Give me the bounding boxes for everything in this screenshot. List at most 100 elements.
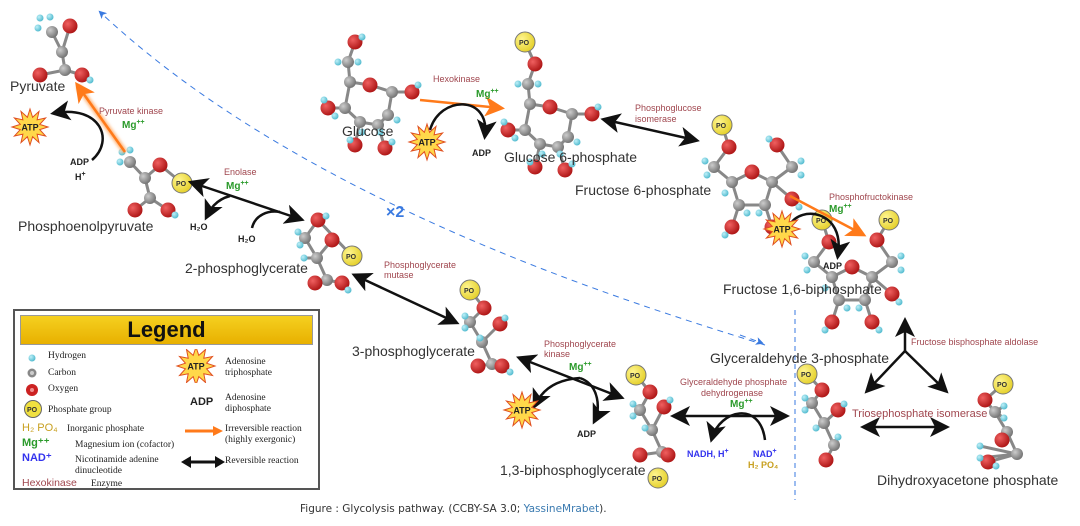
oxygen-atom — [74, 67, 90, 83]
carbon-atom — [828, 439, 840, 451]
carbon-atom — [534, 138, 546, 150]
hydrogen-atom — [334, 58, 342, 66]
molecule-glucose-6-phosphate: PO — [500, 31, 602, 178]
hydrogen-atom — [755, 209, 763, 217]
oxygen-atom — [377, 140, 393, 156]
carbon-atom — [386, 86, 398, 98]
oxygen-atom — [818, 452, 834, 468]
oxygen-atom — [32, 67, 48, 83]
dashed-return-arc — [98, 10, 766, 346]
enzyme-pgm-line1: Phosphoglycerate — [384, 260, 456, 270]
molecule-dihydroxyacetone-phosphate: PO — [976, 373, 1023, 470]
label-pyruvate: Pyruvate — [10, 78, 65, 94]
legend-hydrogen: Hydrogen — [48, 351, 86, 361]
legend-enzyme-symbol: Hexokinase — [22, 477, 77, 489]
oxygen-atom — [844, 259, 860, 275]
oxygen-atom — [784, 191, 800, 207]
hydrogen-atom — [461, 312, 469, 320]
oxygen-atom — [470, 358, 486, 374]
carbon-atom — [144, 192, 156, 204]
hydrogen-atom — [34, 24, 42, 32]
oxygen-atom — [869, 232, 885, 248]
hydrogen-atom — [797, 171, 805, 179]
enolase-arrow — [187, 178, 305, 224]
hydrogen-atom — [506, 368, 514, 376]
molecule-glucose — [320, 33, 422, 156]
mg-enolase: Mg++ — [226, 180, 249, 192]
hydrogen-icon — [28, 354, 36, 362]
carbon-atom — [806, 397, 818, 409]
phosphate-label: PO — [816, 218, 827, 225]
dashed-return-arrowhead-g3p — [739, 334, 764, 345]
hydrogen-atom — [320, 96, 328, 104]
legend-carbon: Carbon — [48, 368, 76, 378]
figure-caption: Figure : Glycolysis pathway. (CCBY-SA 3.… — [300, 503, 607, 515]
label-pg2: 2-phosphoglycerate — [185, 260, 308, 276]
gapdh-nadh: NADH, H+ — [687, 448, 729, 459]
hydrogen-atom — [568, 160, 576, 168]
hydrogen-atom — [538, 150, 546, 158]
legend-oxygen: Oxygen — [48, 384, 79, 394]
legend-mg: Magnesium ion (cofactor) — [75, 440, 175, 450]
carbon-atom — [759, 199, 771, 211]
oxygen-atom — [500, 122, 516, 138]
caption-author-link[interactable]: YassineMrabet — [523, 503, 600, 515]
legend-mg-symbol: Mg⁺⁺ — [22, 437, 50, 449]
multiplier-x2: ×2 — [386, 204, 404, 221]
legend-adp-symbol: ADP — [190, 396, 214, 408]
carbon-atom — [522, 78, 534, 90]
enolase-h2o-out: H₂O — [190, 222, 208, 232]
enzyme-pgk-line2: kinase — [544, 349, 570, 359]
enzyme-hexokinase: Hexokinase — [433, 74, 480, 84]
enzyme-pfk: Phosphofructokinase — [829, 192, 913, 202]
oxygen-atom — [557, 162, 573, 178]
hydrogen-atom — [801, 406, 809, 414]
hydrogen-atom — [801, 394, 809, 402]
hydrogen-atom — [500, 118, 508, 126]
pk-adp-atp-arc — [50, 100, 104, 161]
oxygen-atom — [307, 275, 323, 291]
hydrogen-atom — [354, 58, 362, 66]
atp-star-icon: ATP — [175, 349, 217, 383]
label-pg3: 3-phosphoglycerate — [352, 343, 475, 359]
hydrogen-atom — [171, 211, 179, 219]
atp-star-pyruvate-kinase: ATP — [10, 107, 50, 147]
hydrogen-atom — [534, 80, 542, 88]
hydrogen-atom — [556, 150, 564, 158]
phosphate-group — [711, 114, 733, 136]
enzyme-gapdh-line1: Glyceraldehyde phosphate — [680, 377, 787, 387]
hydrogen-atom — [976, 442, 984, 450]
molecule-glyceraldehyde-3-phosphate: PO — [796, 363, 848, 468]
hydrogen-atom — [514, 80, 522, 88]
legend-h2po4: Inorganic phosphate — [67, 424, 145, 434]
hydrogen-atom — [526, 158, 534, 166]
carbon-atom — [1011, 448, 1023, 460]
phosphate-label: PO — [346, 254, 357, 261]
carbon-atom — [726, 176, 738, 188]
carbon-atom — [859, 294, 871, 306]
carbon-atom — [382, 109, 394, 121]
caption-text: Figure : Glycolysis pathway. (CCBY-SA 3.… — [300, 503, 524, 515]
legend-enzyme: Enzyme — [91, 479, 123, 489]
hydrogen-atom — [36, 14, 44, 22]
atp-star-legend: ATP — [175, 349, 217, 383]
gapdh-nad-arc — [706, 412, 767, 443]
hydrogen-atom — [358, 128, 366, 136]
oxygen-atom — [744, 164, 760, 180]
oxygen-atom — [656, 399, 672, 415]
enzyme-pgm-line2: mutase — [384, 270, 414, 280]
hexokinase-atp-adp-arc — [428, 103, 497, 140]
hydrogen-atom — [296, 241, 304, 249]
oxygen-atom — [404, 84, 420, 100]
oxygen-atom — [980, 454, 996, 470]
legend-phosphate: Phosphate group — [48, 405, 112, 415]
oxygen-atom — [821, 234, 837, 250]
atp-label: ATP — [21, 123, 38, 133]
atp-star-pgk: ATP — [502, 390, 542, 430]
enolase-h2o-out-arc — [204, 194, 231, 221]
legend-nad: Nicotinamide adenine dinucleotide — [75, 455, 159, 476]
hydrogen-atom — [594, 103, 602, 111]
phosphate-label: PO — [630, 373, 641, 380]
hydrogen-atom — [992, 462, 1000, 470]
